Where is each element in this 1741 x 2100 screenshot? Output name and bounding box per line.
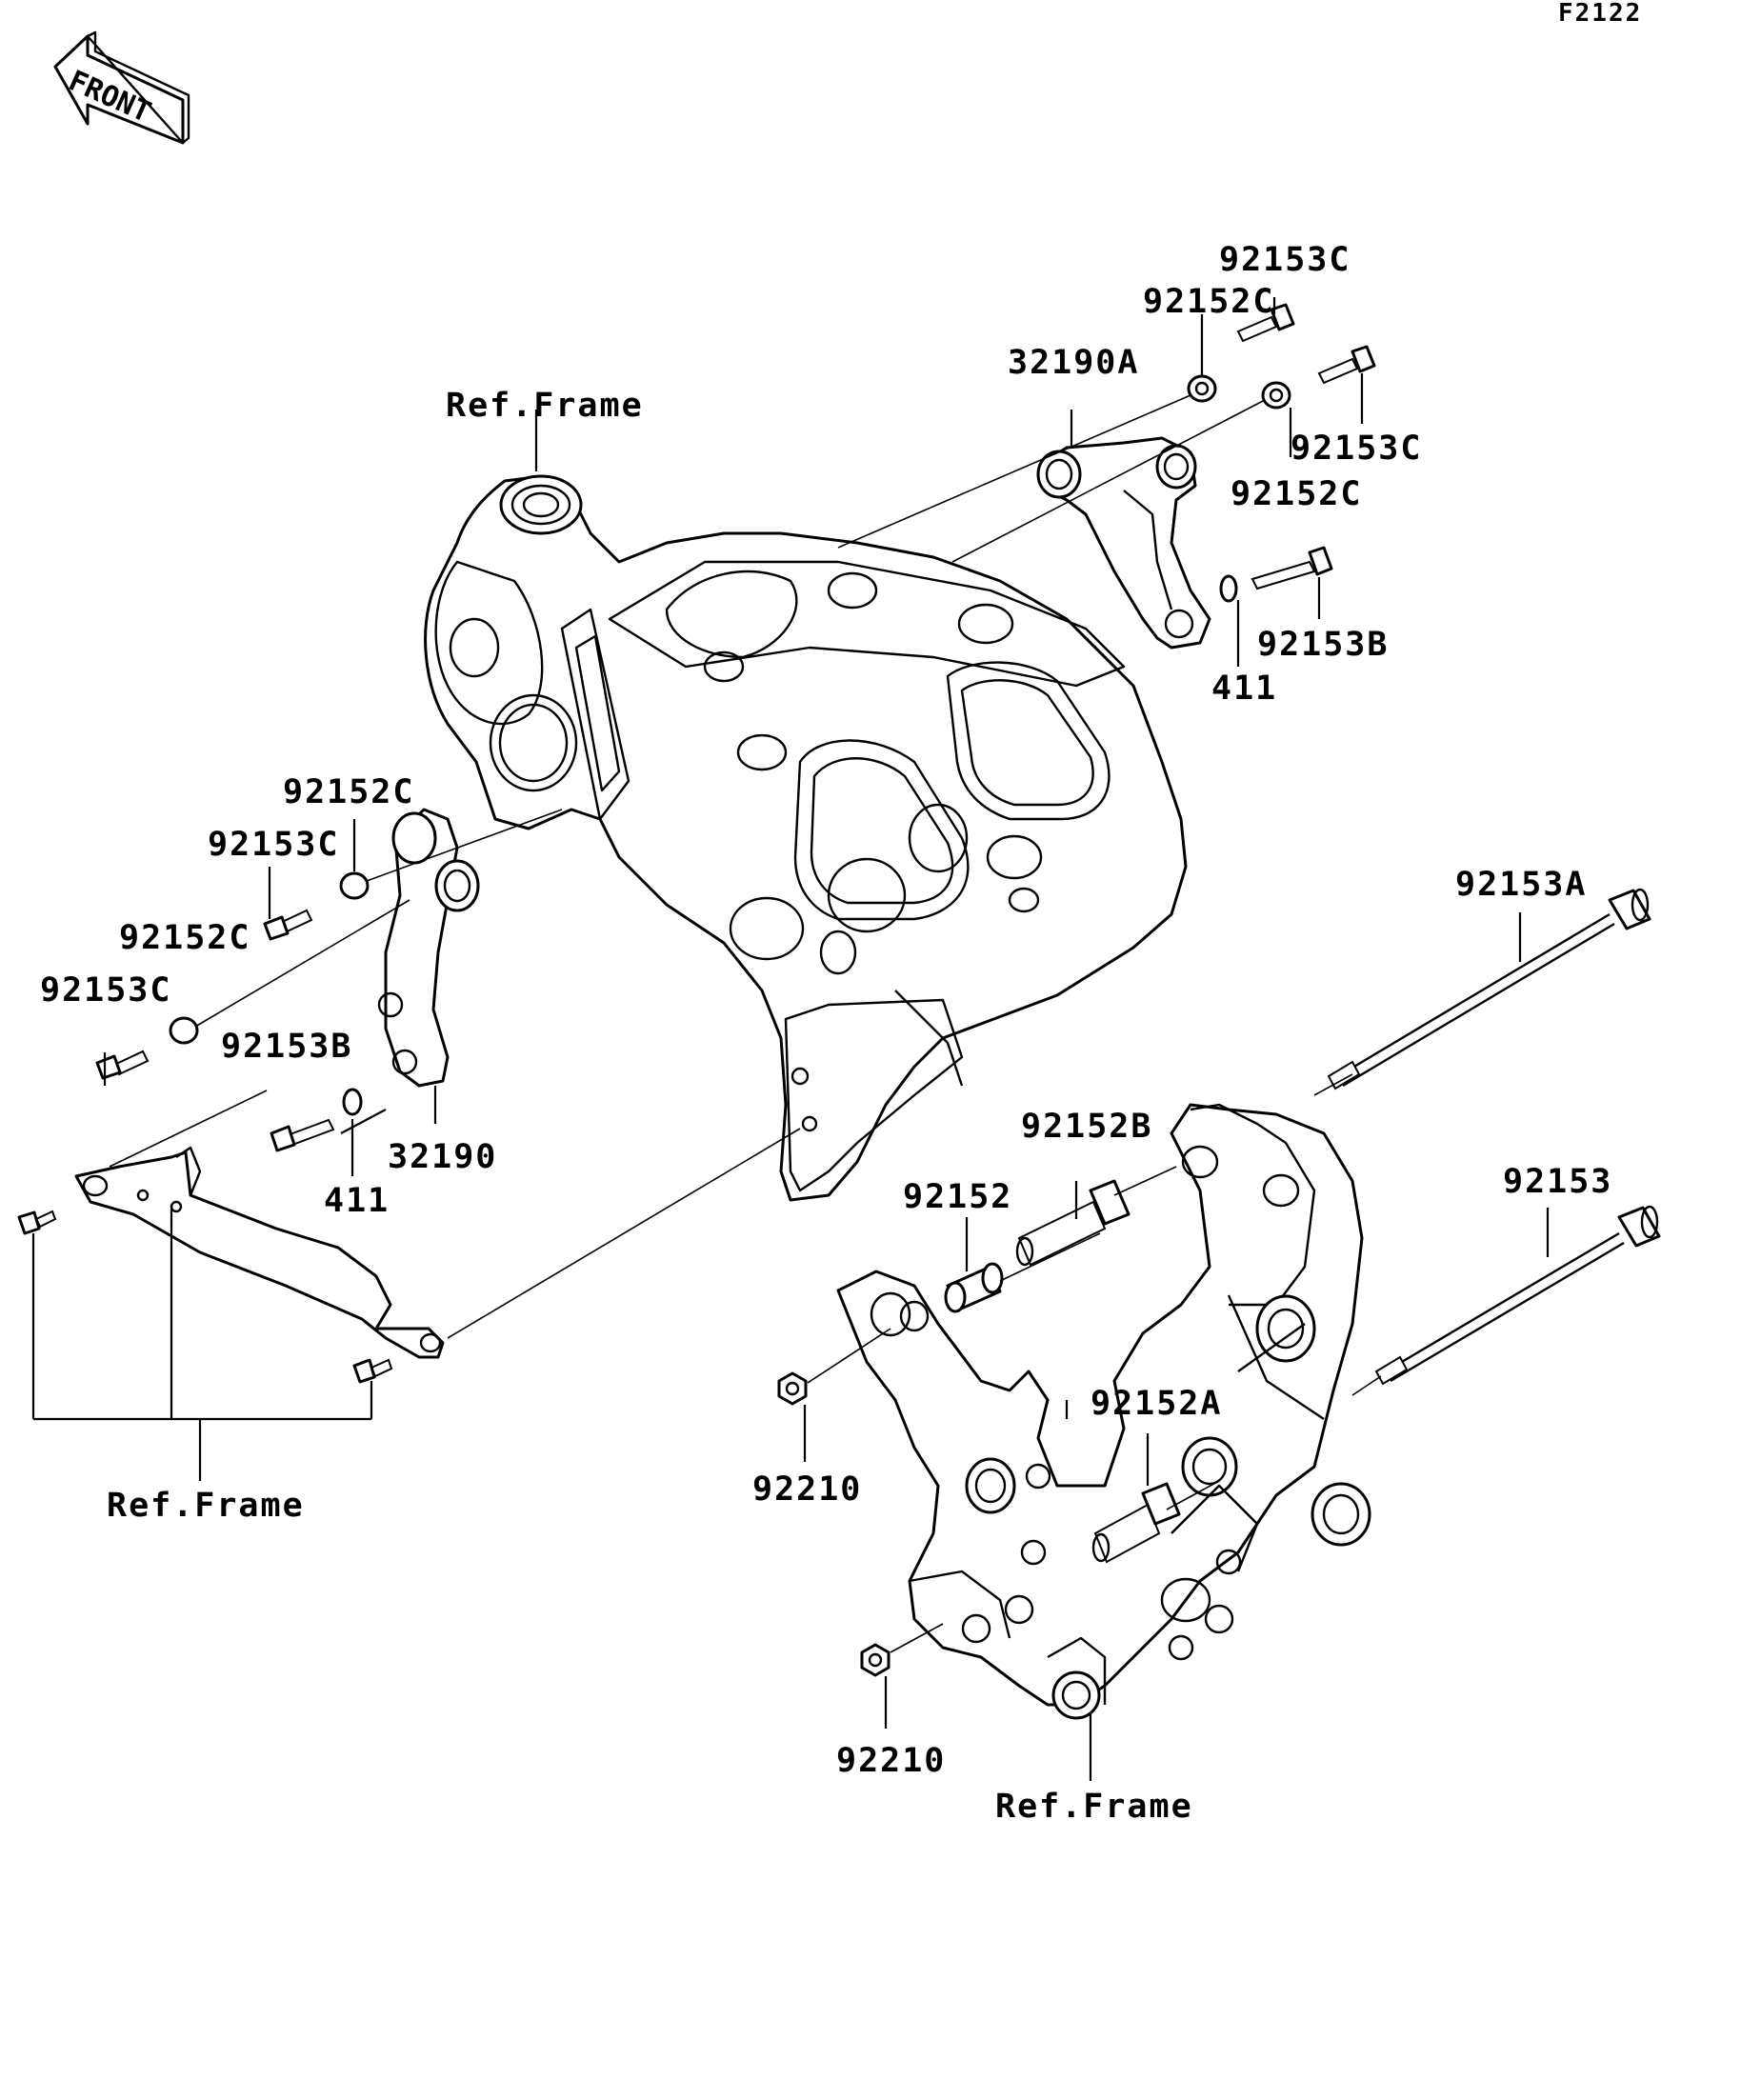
rail-bolt-right (352, 1358, 393, 1384)
nut-92210-top (777, 1371, 808, 1406)
label-92152c-left1: 92152C (283, 773, 414, 811)
spacer-92152b (1015, 1179, 1131, 1267)
collar-92152c-right (1261, 381, 1291, 410)
collar-92152c-top (1187, 374, 1217, 403)
label-92153b-right: 92153B (1257, 626, 1389, 664)
front-direction-arrow-icon: FRONT (53, 30, 190, 145)
bolt-92153c-right (1317, 345, 1376, 385)
spacer-92152a (1091, 1482, 1181, 1564)
label-92153a: 92153A (1455, 866, 1587, 904)
label-92153: 92153 (1503, 1163, 1612, 1201)
label-ref-frame-top: Ref.Frame (446, 387, 644, 425)
bolt-92153 (1374, 1205, 1661, 1386)
washer-411-left (342, 1088, 363, 1116)
label-32190a: 32190A (1008, 344, 1139, 382)
label-ref-frame-bottom: Ref.Frame (995, 1788, 1193, 1826)
collar-92152c-left1 (339, 871, 370, 900)
rail-bolt-left (17, 1210, 57, 1235)
label-411-left: 411 (324, 1182, 390, 1220)
diagram-code: F2122 (1558, 0, 1642, 28)
bolt-92153b-left (270, 1118, 335, 1152)
washer-411-right (1219, 574, 1238, 603)
right-lower-mount (836, 1103, 1371, 1720)
collar-92152c-left2 (169, 1016, 199, 1045)
label-92153c-left2: 92153C (40, 971, 171, 1010)
label-92152c-right: 92152C (1231, 475, 1362, 513)
label-92152a: 92152A (1091, 1385, 1222, 1423)
label-92152b: 92152B (1021, 1108, 1152, 1146)
bolt-92153c-left2 (95, 1050, 150, 1080)
lower-left-rail (74, 1146, 445, 1359)
bolt-92153b-right (1251, 546, 1333, 590)
main-frame-drawing (424, 474, 1188, 1202)
bracket-32190 (377, 808, 480, 1088)
bracket-32190a (1036, 436, 1211, 650)
bolt-92153c-left1 (263, 909, 313, 941)
label-92210-bottom: 92210 (836, 1742, 946, 1780)
label-32190: 32190 (388, 1138, 497, 1176)
label-92153c-left1: 92153C (208, 826, 339, 864)
label-92210-top: 92210 (752, 1470, 862, 1509)
label-92152c-top: 92152C (1143, 283, 1274, 321)
bolt-92153a (1327, 888, 1651, 1090)
nut-92210-bottom (860, 1643, 891, 1677)
collar-92152 (944, 1262, 1004, 1313)
label-411-right: 411 (1211, 670, 1277, 708)
label-92153b-left: 92153B (221, 1028, 352, 1066)
label-92153c-right: 92153C (1291, 430, 1422, 468)
label-92152: 92152 (903, 1178, 1012, 1216)
bolt-92153c-top (1236, 303, 1295, 343)
label-92152c-left2: 92152C (119, 919, 250, 957)
label-ref-frame-left: Ref.Frame (107, 1487, 305, 1525)
label-92153c-top: 92153C (1219, 241, 1351, 279)
leader-lines (31, 297, 1550, 1781)
